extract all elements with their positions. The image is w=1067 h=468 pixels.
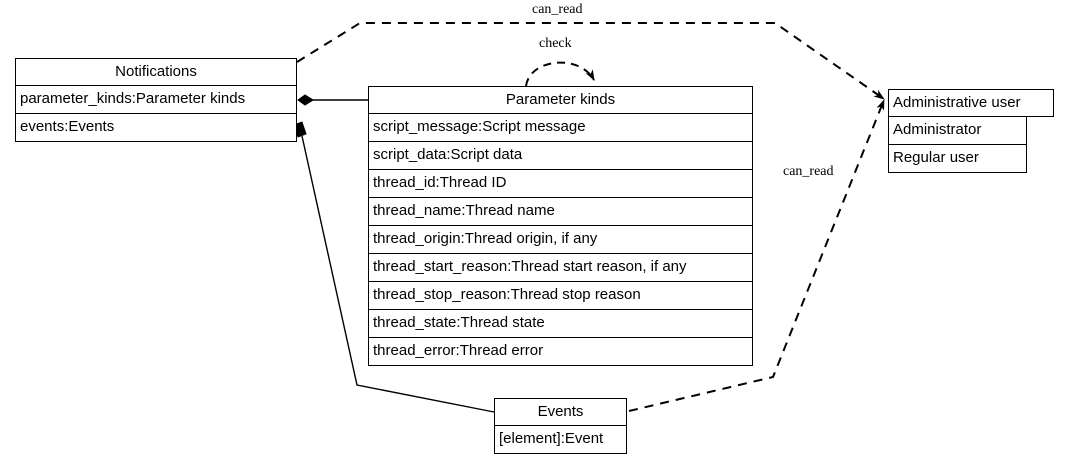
class-attribute-row: script_message:Script message	[368, 114, 753, 142]
class-box-parameter-kinds[interactable]: Parameter kinds script_message:Script me…	[368, 86, 753, 366]
class-attribute-row: thread_stop_reason:Thread stop reason	[368, 282, 753, 310]
edge-label-can-read-events: can_read	[783, 164, 834, 179]
class-box-notifications[interactable]: Notifications parameter_kinds:Parameter …	[15, 58, 297, 142]
class-attribute-row: thread_error:Thread error	[368, 338, 753, 366]
class-attribute-row: Administrator	[888, 117, 1027, 145]
class-attribute-row: thread_state:Thread state	[368, 310, 753, 338]
class-attribute-row: parameter_kinds:Parameter kinds	[15, 86, 297, 114]
edge-label-can-read-notifications: can_read	[532, 2, 583, 17]
class-attribute-row: Regular user	[888, 145, 1027, 173]
class-attribute-row: events:Events	[15, 114, 297, 142]
edge-label-check: check	[539, 36, 572, 51]
class-attribute-row: [element]:Event	[494, 426, 627, 454]
edge-parameter-kinds-check	[525, 61, 595, 87]
class-attribute-row: thread_origin:Thread origin, if any	[368, 226, 753, 254]
class-box-events[interactable]: Events [element]:Event	[494, 398, 627, 454]
class-attribute-row: script_data:Script data	[368, 142, 753, 170]
class-title-administrative-user: Administrative user	[888, 89, 1054, 117]
composition-diamond-parameter-kinds	[297, 94, 314, 106]
class-attribute-row: thread_name:Thread name	[368, 198, 753, 226]
class-title-events: Events	[494, 398, 627, 426]
class-box-administrative-user[interactable]: Administrative user Administrator Regula…	[888, 89, 1054, 173]
class-title-parameter-kinds: Parameter kinds	[368, 86, 753, 114]
class-title-notifications: Notifications	[15, 58, 297, 86]
class-attribute-row: thread_start_reason:Thread start reason,…	[368, 254, 753, 282]
class-attribute-row: thread_id:Thread ID	[368, 170, 753, 198]
edge-notifications-parameter-kinds	[297, 94, 368, 106]
